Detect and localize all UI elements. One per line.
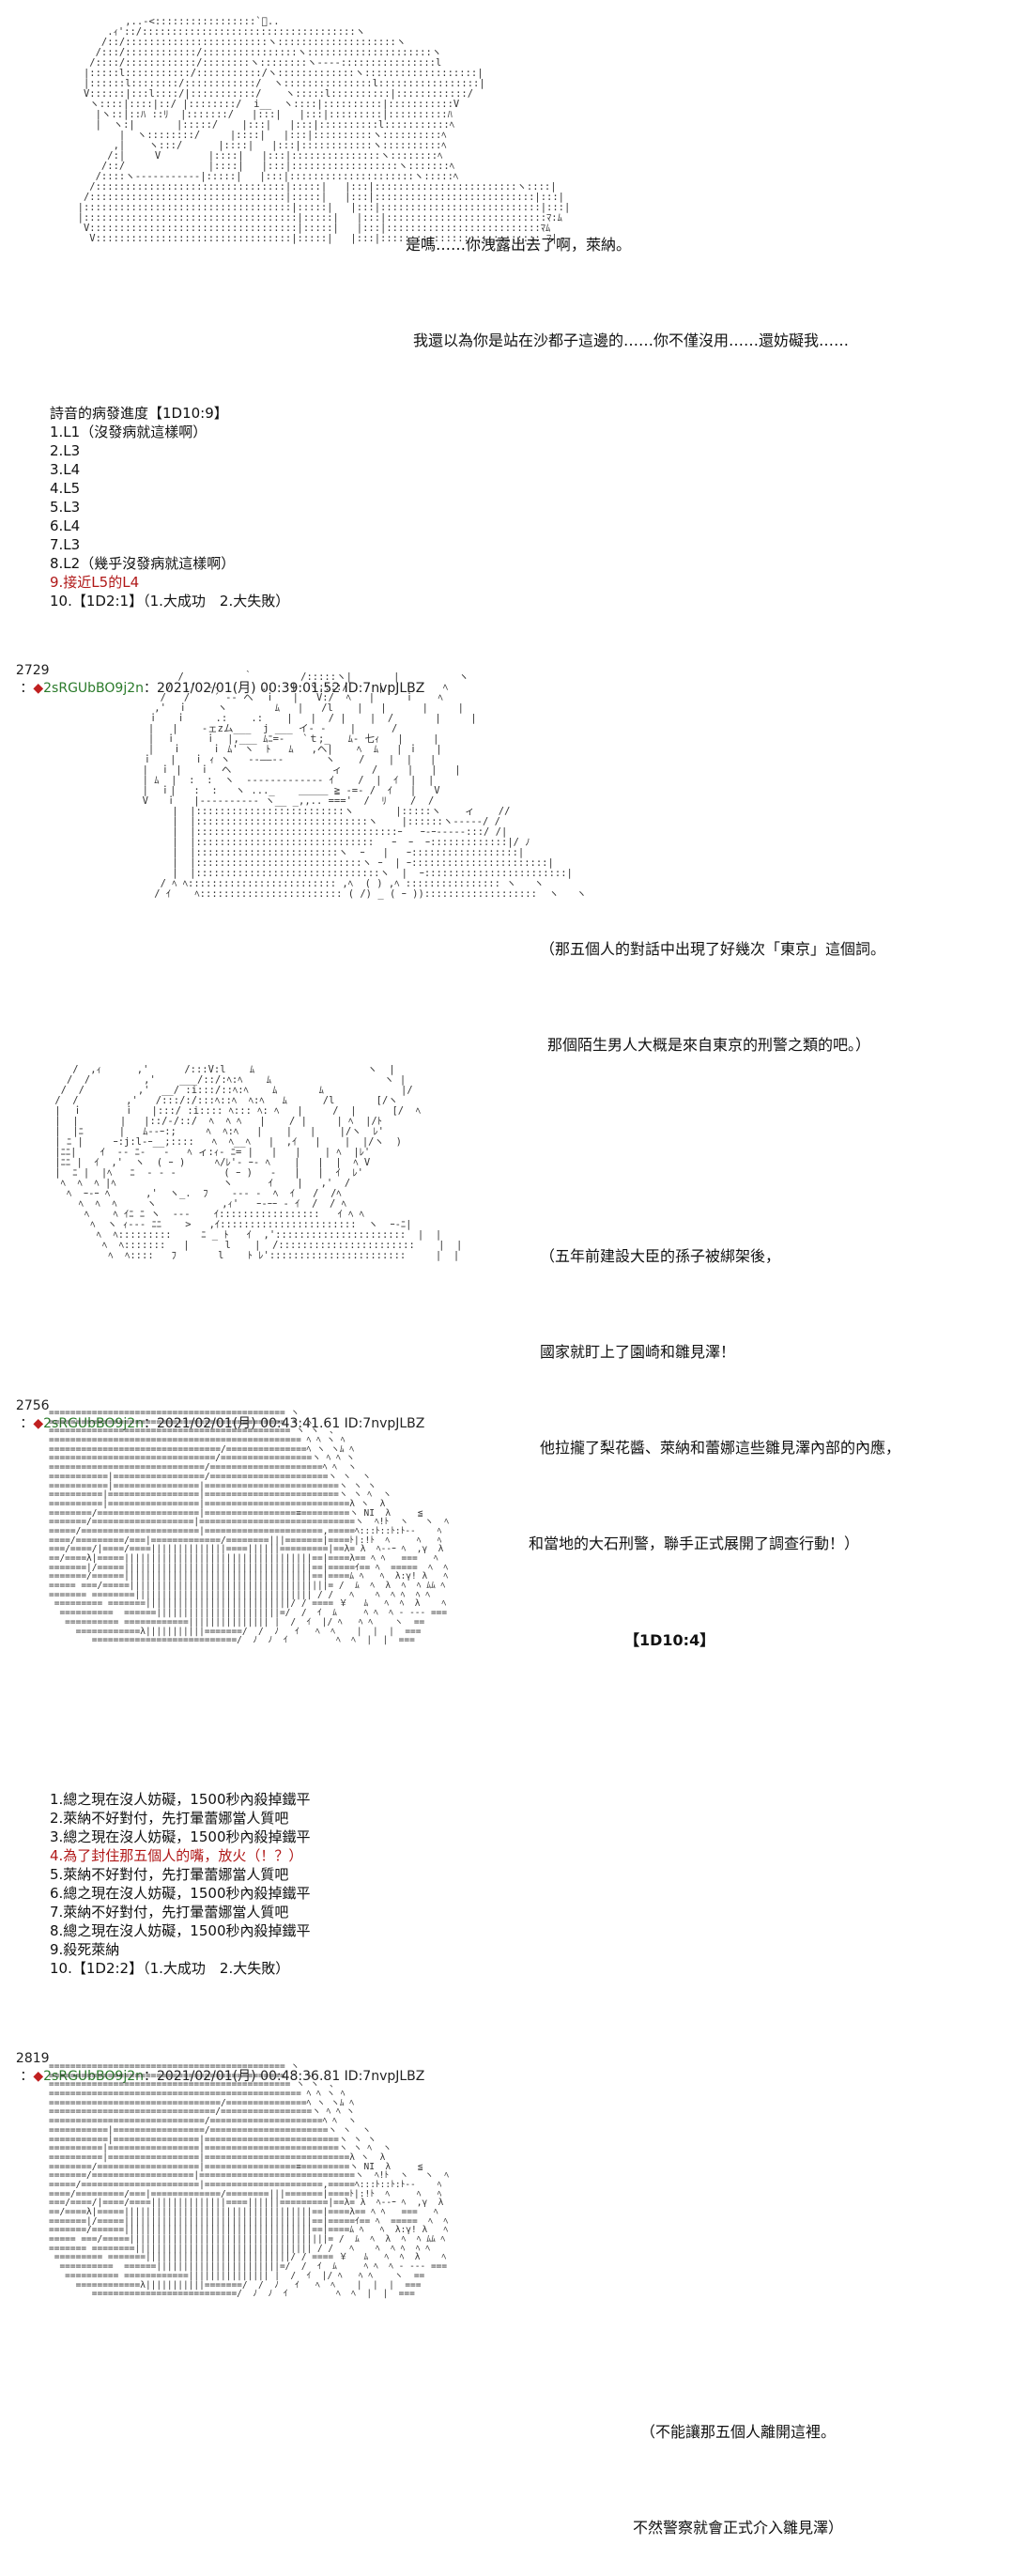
list-item: 10.【1D2:1】（1.大成功 2.大失敗） (50, 593, 290, 609)
list-item: 1.總之現在沒人妨礙，1500秒內殺掉鐵平 (50, 1791, 311, 1808)
list-item: 9.殺死萊納 (50, 1941, 120, 1958)
post-number[interactable]: 2819 (15, 2051, 50, 2066)
ascii-art-character-5: ========================================… (49, 2061, 449, 2300)
list-item-highlight: 4.為了封住那五個人的嘴，放火（！？） (50, 1847, 303, 1864)
dialog-line: 他拉攏了梨花醬、萊納和蕾娜這些雛見澤內部的內應， (540, 1439, 901, 1457)
poster-name: 2sRGUbBO9j2n (43, 2069, 145, 2084)
ascii-art-character-2: / ｀ /:::::ヽ| | ヽ / ,' ‐‐ .: { ヽ::::/ | ﾍ… (142, 671, 587, 901)
list-item: 8.總之現在沒人妨礙，1500秒內殺掉鐵平 (50, 1922, 311, 1939)
dialog-line: （那五個人的對話中出現了好幾次「東京」這個詞。 (540, 940, 886, 958)
list-item-highlight: 9.接近L5的L4 (50, 574, 140, 591)
ascii-art-character-1: ,..-<:::::::::::::::::`ﾟ.. .ｨ'::/:::::::… (77, 16, 571, 245)
list-item: 5.萊納不好對付，先打暈蕾娜當人質吧 (50, 1866, 289, 1883)
list-title: 詩音的病發進度【1D10:9】 (50, 405, 228, 422)
list-item: 7.萊納不好對付，先打暈蕾娜當人質吧 (50, 1904, 289, 1920)
trip-diamond-icon: ◆ (33, 2069, 44, 2084)
poster-name: 2sRGUbBO9j2n (43, 1416, 145, 1431)
dialog-line: （五年前建設大臣的孫子被綁架後， (540, 1247, 781, 1265)
list-item: 8.L2（幾乎沒發病就這樣啊） (50, 555, 236, 572)
list-item: 3.總之現在沒人妨礙，1500秒內殺掉鐵平 (50, 1828, 311, 1845)
post-number[interactable]: 2756 (15, 1398, 50, 1413)
dialog-line: 是嗎……你洩露出去了啊，萊納。 (406, 236, 632, 254)
list-item: 10.【1D2:2】（1.大成功 2.大失敗） (50, 1960, 290, 1977)
dialog-line: 那個陌生男人大概是來自東京的刑警之類的吧。） (547, 1036, 871, 1054)
dialog-section-1: 是嗎……你洩露出去了啊，萊納。 我還以為你是站在沙都子這邊的……你不僅沒用……還… (406, 165, 849, 389)
post-number[interactable]: 2729 (15, 663, 50, 678)
list-item: 5.L3 (50, 499, 81, 516)
list-item: 6.L4 (50, 517, 81, 534)
dialog-line: 不然警察就會正式介入雛見澤） (633, 2519, 844, 2537)
dice-list-1: 詩音的病發進度【1D10:9】 1.L1（沒發病就這樣啊） 2.L3 3.L4 … (50, 404, 289, 610)
post-date-id: ：2021/02/01(月) 00:43:41.61 ID:7nvpJLBZ (144, 1416, 425, 1431)
trip-diamond-icon: ◆ (33, 1416, 44, 1431)
ascii-art-character-4: ========================================… (49, 1408, 449, 1646)
dice-list-2: 1.總之現在沒人妨礙，1500秒內殺掉鐵平 2.萊納不好對付，先打暈蕾娜當人質吧… (50, 1790, 311, 1978)
post-header-2729: 2729 ：◆2sRGUbBO9j2n：2021/02/01(月) 00:39:… (15, 663, 425, 696)
list-item: 2.萊納不好對付，先打暈蕾娜當人質吧 (50, 1810, 289, 1827)
list-item: 3.L4 (50, 461, 81, 478)
list-item: 2.L3 (50, 442, 81, 459)
list-item: 6.總之現在沒人妨礙，1500秒內殺掉鐵平 (50, 1885, 311, 1902)
dice-result-label: 【1D10:4】 (624, 1631, 715, 1649)
list-item: 1.L1（沒發病就這樣啊） (50, 424, 207, 440)
dialog-line: 國家就盯上了園崎和雛見澤！ (540, 1343, 736, 1361)
dialog-line: 我還以為你是站在沙都子這邊的……你不僅沒用……還妨礙我…… (413, 332, 850, 349)
poster-name: 2sRGUbBO9j2n (43, 681, 145, 696)
post-date-id: ：2021/02/01(月) 00:39:01.52 ID:7nvpJLBZ (144, 681, 425, 696)
dialog-line: 和當地的大石刑警，聯手正式展開了調查行動！） (529, 1535, 860, 1552)
post-header-2819: 2819 ：◆2sRGUbBO9j2n：2021/02/01(月) 00:48:… (15, 2051, 425, 2084)
trip-diamond-icon: ◆ (33, 681, 44, 696)
dialog-section-2a: （那五個人的對話中出現了好幾次「東京」這個詞。 那個陌生男人大概是來自東京的刑警… (540, 870, 885, 1093)
dialog-section-4: （不能讓那五個人離開這裡。 不然警察就會正式介入雛見澤） (633, 2352, 843, 2576)
list-item: 4.L5 (50, 480, 81, 497)
list-item: 7.L3 (50, 536, 81, 553)
dialog-section-2b: （五年前建設大臣的孫子被綁架後， 國家就盯上了園崎和雛見澤！ 他拉攏了梨花醬、萊… (529, 1177, 901, 1592)
ascii-art-character-3: / ,ｨ ,' /:::V:l ﾑ ヽ | / / ,' ___/::/:ﾍ:ﾍ… (54, 1064, 463, 1262)
post-date-id: ：2021/02/01(月) 00:48:36.81 ID:7nvpJLBZ (144, 2069, 425, 2084)
dialog-line: （不能讓那五個人離開這裡。 (640, 2423, 837, 2441)
post-header-2756: 2756 ：◆2sRGUbBO9j2n：2021/02/01(月) 00:43:… (15, 1398, 425, 1431)
